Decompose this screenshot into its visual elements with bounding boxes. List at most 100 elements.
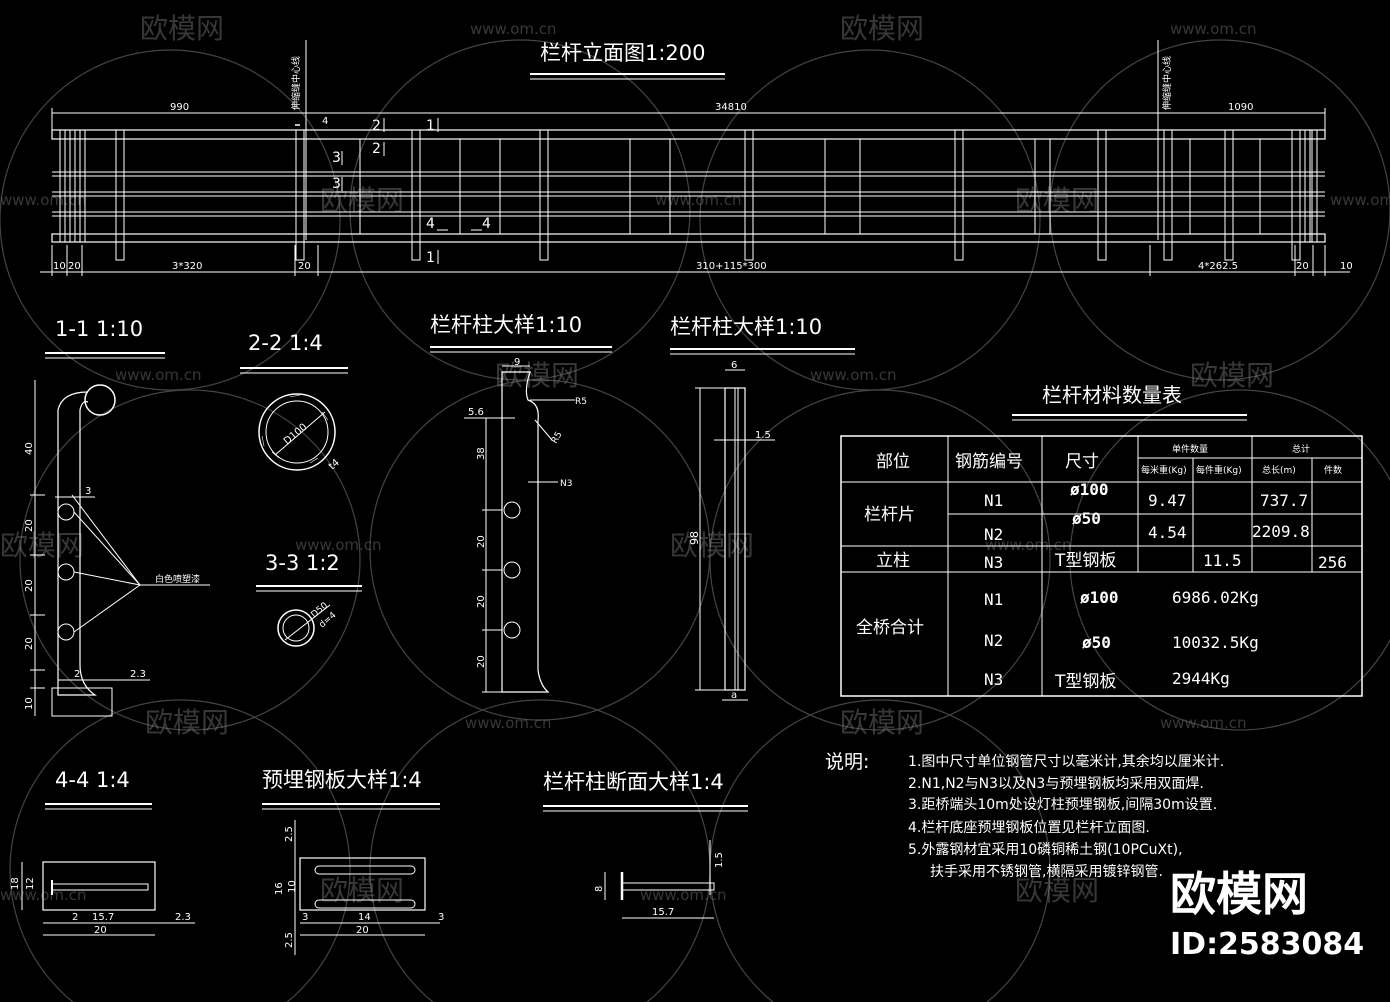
sec44-d2: 2 [72,912,78,923]
section-4-4: 4-4 1:4 18 12 2 15.7 2.3 20 [10,768,195,936]
postsec-title: 栏杆柱断面大样1:4 [543,770,724,794]
watermark-brand: 欧模网 [1190,359,1274,392]
sec44-d18: 18 [10,877,21,890]
mark-1b: 1 [426,250,435,266]
sec22-title: 2-2 1:4 [248,331,323,355]
watermark-site: www.om.cn [115,366,202,384]
sec44-d12: 12 [25,877,36,890]
post1-r5b: R5 [550,430,565,445]
note-line-3: 3.距桥端头10m处设灯柱预埋钢板,间隔30m设置. [908,797,1217,813]
sec11-dim-2: 20 [24,579,35,592]
plate-d3a: 3 [302,912,308,923]
mark-4b: 4 [482,216,491,232]
elevation-title-block: 栏杆立面图1:200 [530,41,725,80]
sec11-d3: 3 [85,486,91,497]
row0-bar: N1 [984,491,1003,510]
row1-bar: N2 [984,525,1003,544]
watermark-brand: 欧模网 [670,529,754,562]
watermark-brand: 欧模网 [840,12,924,45]
mark-2b: 2 [372,141,381,157]
plate-d3b: 3 [438,912,444,923]
post1-dim-3: 20 [476,655,487,668]
watermark-brand: 欧模网 [840,706,924,739]
mark-2a: 2 [372,118,381,134]
row2-count: 256 [1318,553,1347,572]
railing-post [1097,129,1107,261]
sec44-d20: 20 [94,925,107,936]
post1-dim-1: 20 [476,535,487,548]
material-table: 栏杆材料数量表 部位 钢筋编号 尺寸 单件数量 总计 每米重(Kg) 每件重(K… [840,383,1363,697]
th-perm: 每米重(Kg) [1141,464,1187,476]
plate-d25a: 2.5 [284,826,295,842]
railing-post [295,129,305,261]
sec44-title: 4-4 1:4 [55,768,130,792]
watermark-brand: 欧模网 [145,706,229,739]
post1-n3: N3 [560,479,572,489]
elevation-title: 栏杆立面图1:200 [540,41,706,65]
railing-post [411,129,421,261]
plate-title: 预埋钢板大样1:4 [262,768,422,792]
sec11-title: 1-1 1:10 [55,317,143,341]
railing-post [744,129,754,261]
post1-r5: R5 [575,397,587,407]
sec11-dim-0: 40 [24,442,35,455]
th-bar: 钢筋编号 [955,452,1023,472]
watermark-site: www.om.cn [1330,191,1390,209]
total0-bar: N1 [984,590,1003,609]
sec11-d23: 2.3 [130,669,146,680]
post2-a: a [731,690,737,701]
plate-d25b: 2.5 [284,932,295,948]
postsec-d8: 8 [594,886,605,892]
row2-part: 立柱 [876,551,910,571]
railing-post [539,129,549,261]
dim-bottom-f: 4*262.5 [1198,261,1238,272]
total1-size: ø50 [1082,633,1111,652]
post2-d15: 1.5 [755,430,771,441]
table-title: 栏杆材料数量表 [1042,383,1182,407]
sec11-dim-1: 20 [24,519,35,532]
row0-len: 737.7 [1260,491,1308,510]
dim-bottom-b: 20 [68,261,81,272]
row0-part: 栏杆片 [864,505,915,525]
th-count: 件数 [1324,464,1342,476]
dim-bottom-g: 20 [1296,261,1309,272]
sec44-d157: 15.7 [92,912,114,923]
section-1-1: 1-1 1:10 40 20 20 20 10 3 2 2.3 白色喷塑漆 [24,317,210,717]
mark-3a: 3 [332,150,341,166]
watermark-site: www.om.cn [1170,20,1257,38]
watermark-site: www.om.cn [655,191,742,209]
note-line-2: 2.N1,N2与N3以及N3与预埋钢板均采用双面焊. [908,776,1204,792]
sec11-dim-3: 20 [24,637,35,650]
th-size: 尺寸 [1065,452,1099,472]
dim-bottom-c: 3*320 [172,261,202,272]
brand-watermark-corner: 欧模网 ID:2583084 [1170,867,1364,962]
dim-small-4: 4 [322,116,328,127]
watermark-brand: 欧模网 [140,12,224,45]
watermark-site: www.om.cn [985,536,1072,554]
note-line-5: 5.外露钢材宜采用10磷铜稀土钢(10PCuXt), [908,842,1183,858]
post1-d56: 5.6 [468,407,484,418]
railing-post [1224,129,1234,261]
dim-top-right: 1090 [1228,102,1253,113]
postsec-d15: 1.5 [714,852,725,868]
centerline-label-right: 伸缩缝中心线 [1161,56,1173,110]
total-part: 全桥合计 [856,618,924,638]
railing-post [1291,129,1301,261]
dim-bottom-a: 10 [53,261,66,272]
row1-size: ø50 [1072,509,1101,528]
note-line-1: 1.图中尺寸单位钢管尺寸以毫米计,其余均以厘米计. [908,753,1224,770]
railing-elevation: 伸缩缝中心线 伸缩缝中心线 990 34810 1090 4 2 [40,40,1353,276]
centerline-label-left: 伸缩缝中心线 [290,56,302,110]
sec44-d23: 2.3 [175,912,191,923]
railing-post [1163,129,1173,261]
notes-block: 说明: 1.图中尺寸单位钢管尺寸以毫米计,其余均以厘米计. 2.N1,N2与N3… [825,751,1224,880]
row1-len: 2209.8 [1252,522,1310,541]
plate-d14: 14 [358,912,371,923]
watermark-brand: 欧模网 [1015,874,1099,907]
watermark-site: www.om.cn [810,366,897,384]
post1-dim-0: 38 [476,447,487,460]
post1-title: 栏杆柱大样1:10 [430,313,582,337]
row0-size: ø100 [1070,480,1109,499]
post1-dim-2: 20 [476,595,487,608]
row1-perm: 4.54 [1148,523,1187,542]
